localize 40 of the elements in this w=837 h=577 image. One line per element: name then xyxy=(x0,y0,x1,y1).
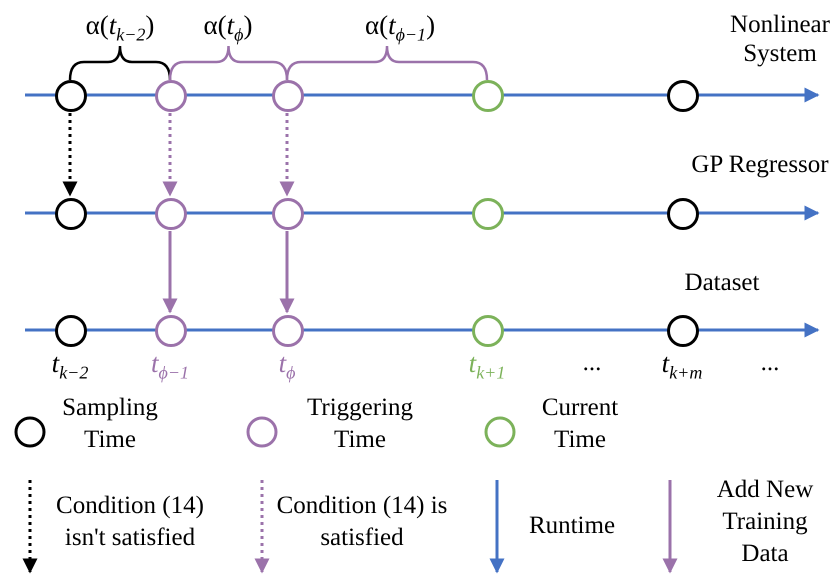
event-circle xyxy=(472,198,504,230)
time-label: t$_{k+1}$ xyxy=(468,348,506,384)
event-circle xyxy=(55,315,87,347)
legend-text: Runtime xyxy=(528,511,616,541)
arrow xyxy=(162,113,178,196)
timeline-label: Nonlinear System xyxy=(729,10,831,68)
legend-text: Triggering Time xyxy=(306,393,414,455)
arrow xyxy=(280,231,294,314)
math-label: α(t$_{ϕ}$) xyxy=(204,10,252,46)
event-circle xyxy=(55,198,87,230)
event-circle xyxy=(55,80,87,112)
event-circle xyxy=(272,198,304,230)
event-circle xyxy=(667,80,699,112)
time-label: t$_{k−2}$ xyxy=(52,348,88,384)
timeline-label: Dataset xyxy=(684,268,760,297)
legend-text: Condition (14) is satisfied xyxy=(276,491,448,553)
ellipsis: ... xyxy=(760,348,780,377)
time-label: t$_{ϕ−1}$ xyxy=(151,348,189,384)
event-circle xyxy=(667,315,699,347)
legend-text: Add New Training Data xyxy=(716,475,814,569)
event-circle xyxy=(272,315,304,347)
legend-text: Current Time xyxy=(540,393,620,455)
event-circle xyxy=(155,198,187,230)
arrow xyxy=(162,231,178,314)
event-circle xyxy=(155,315,187,347)
math-label: α(t$_{k−2}$) xyxy=(86,10,154,46)
time-label: t$_{ϕ}$ xyxy=(278,348,296,384)
timeline-label: GP Regressor xyxy=(690,150,830,179)
arrow xyxy=(280,113,294,196)
math-label: α(t$_{ϕ−1}$) xyxy=(364,10,436,46)
event-circle xyxy=(667,198,699,230)
legend-text: Sampling Time xyxy=(61,393,159,455)
event-circle xyxy=(472,80,504,112)
arrow xyxy=(62,113,78,196)
event-circle xyxy=(472,315,504,347)
time-label: t$_{k+m}$ xyxy=(662,348,702,384)
event-circle xyxy=(155,80,187,112)
ellipsis: ... xyxy=(582,348,602,377)
event-circle xyxy=(272,80,304,112)
legend-text: Condition (14) isn't satisfied xyxy=(55,491,205,553)
